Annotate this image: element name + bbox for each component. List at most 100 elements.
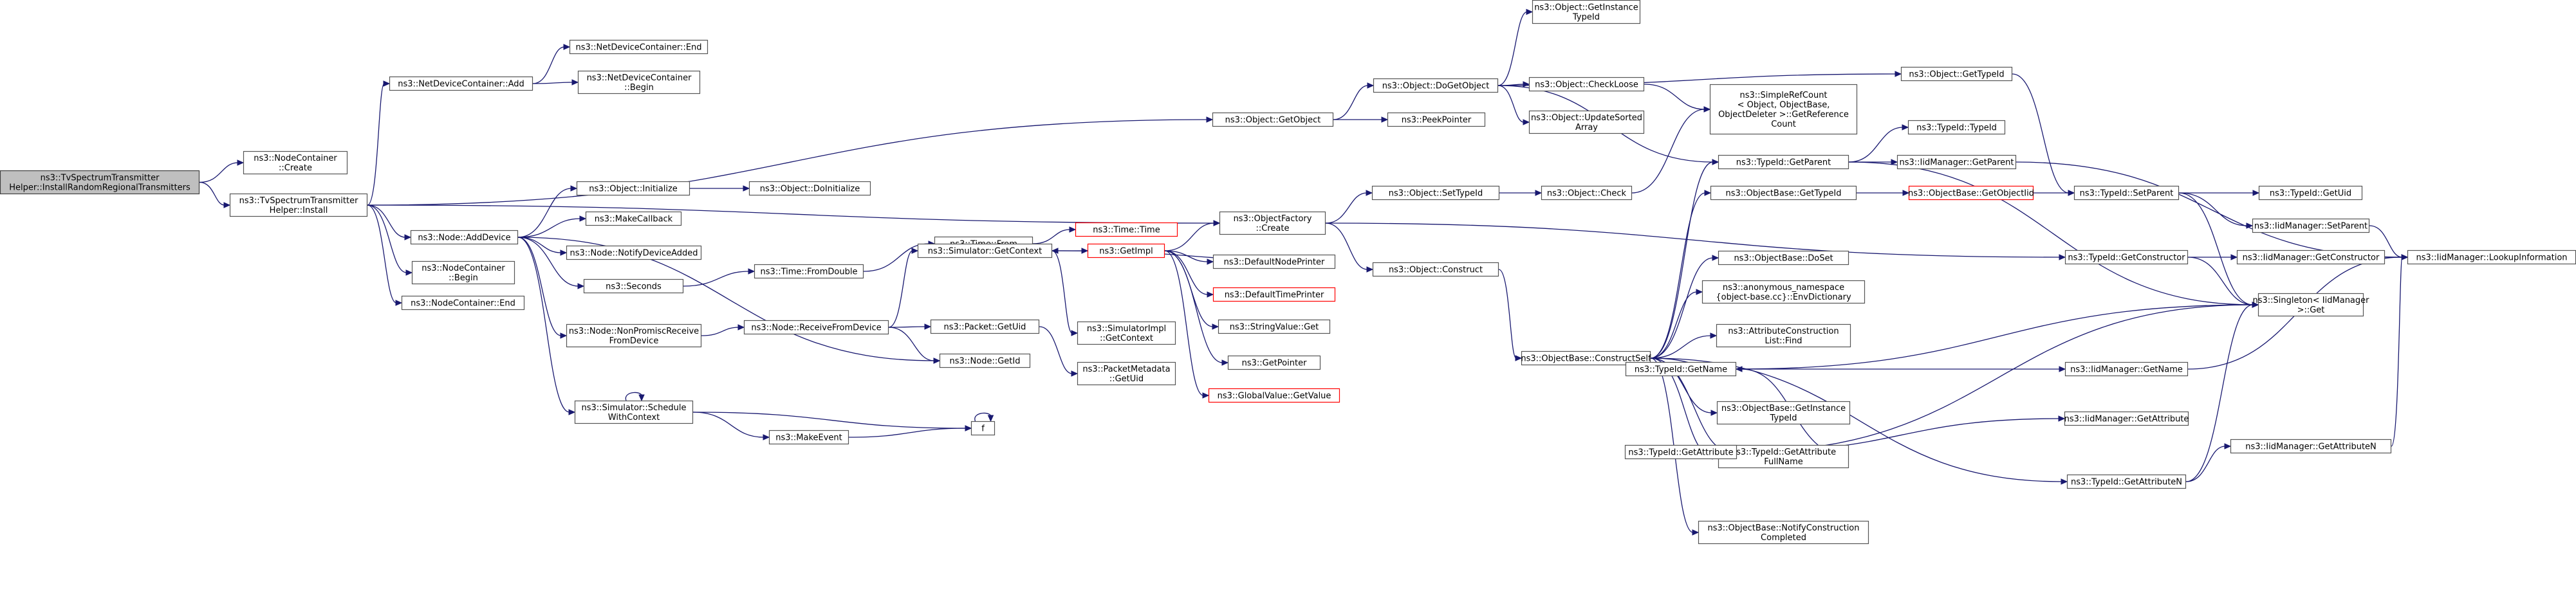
graph-node-iidm-getparent[interactable]: ns3::IidManager::GetParent [1896, 154, 2017, 170]
graph-node-getimpl[interactable]: ns3::GetImpl [1087, 243, 1165, 258]
graph-node-objbase-gettypeid[interactable]: ns3::ObjectBase::GetTypeId [1710, 185, 1857, 201]
graph-node-makeevent[interactable]: ns3::MakeEvent [768, 430, 849, 445]
node-box [1227, 355, 1321, 370]
node-label-line: FromDevice [609, 336, 659, 346]
node-box [1371, 185, 1500, 201]
graph-node-defaultnodeprinter[interactable]: ns3::DefaultNodePrinter [1212, 254, 1336, 269]
graph-node-node-adddevice[interactable]: ns3::Node::AddDevice [410, 230, 519, 245]
graph-node-iidm-getattributen[interactable]: ns3::IidManager::GetAttributeN [2230, 439, 2392, 454]
call-edge [1498, 269, 1523, 361]
graph-node-packetmetadata[interactable]: ns3::PacketMetadata::GetUid [1077, 361, 1176, 386]
graph-node-obj-settypeid[interactable]: ns3::Object::SetTypeId [1371, 185, 1500, 201]
call-edge [367, 204, 412, 240]
graph-node-stringvalue-get[interactable]: ns3::StringValue::Get [1218, 319, 1331, 334]
graph-node-checkloose[interactable]: ns3::Object::CheckLoose [1528, 77, 1645, 92]
graph-node-peekpointer[interactable]: ns3::PeekPointer [1387, 112, 1486, 127]
graph-node-node-getid[interactable]: ns3::Node::GetId [939, 353, 1031, 368]
node-label-line: Helper::Install [270, 206, 328, 215]
graph-node-singleton-get[interactable]: ns3::Singleton< IidManager>::Get [2252, 293, 2369, 317]
node-box [576, 181, 690, 196]
call-edge [1052, 250, 1079, 336]
node-label-line: ::Begin [449, 273, 478, 283]
call-edge [2012, 73, 2075, 196]
graph-node-nc-create[interactable]: ns3::NodeContainer::Create [243, 150, 348, 175]
graph-node-typeid-getname[interactable]: ns3::TypeId::GetName [1625, 361, 1737, 377]
graph-node-globalvalue-getvalue[interactable]: ns3::GlobalValue::GetValue [1208, 388, 1340, 403]
graph-node-packet-getuid[interactable]: ns3::Packet::GetUid [930, 319, 1040, 334]
node-box [1718, 250, 1849, 266]
graph-node-obj-getobject[interactable]: ns3::Object::GetObject [1212, 112, 1334, 127]
graph-node-seconds[interactable]: ns3::Seconds [583, 278, 684, 294]
graph-node-nc-begin[interactable]: ns3::NodeContainer::Begin [411, 260, 515, 285]
graph-node-iidm-getattribute[interactable]: ns3::IidManager::GetAttribute [2064, 411, 2189, 426]
graph-node-makecallback[interactable]: ns3::MakeCallback [585, 211, 682, 226]
graph-node-simimpl-getcontext[interactable]: ns3::SimulatorImpl::GetContext [1077, 321, 1176, 345]
graph-node-time-fromdouble[interactable]: ns3::Time::FromDouble [754, 264, 864, 279]
graph-node-sim-getcontext[interactable]: ns3::Simulator::GetContext [917, 243, 1053, 258]
graph-node-tvst-install[interactable]: ns3::TvSpectrumTransmitterHelper::Instal… [229, 193, 368, 217]
graph-node-time-time[interactable]: ns3::Time::Time [1075, 222, 1178, 237]
graph-node-notifydeviceadded[interactable]: ns3::Node::NotifyDeviceAdded [566, 245, 702, 260]
node-label-line: Count [1771, 120, 1796, 129]
call-edge [2188, 254, 2238, 260]
graph-node-root[interactable]: ns3::TvSpectrumTransmitterHelper::Instal… [0, 170, 200, 195]
graph-node-getobjectiid[interactable]: ns3::ObjectBase::GetObjectIid [1908, 185, 2034, 201]
graph-node-iidm-lookupinfo[interactable]: ns3::IidManager::LookupInformation [2407, 249, 2576, 265]
graph-node-typeid-getconstructor[interactable]: ns3::TypeId::GetConstructor [2064, 249, 2189, 265]
node-label-line: ns3::Time::FromDouble [761, 267, 858, 277]
graph-node-iidm-setparent[interactable]: ns3::IidManager::SetParent [2252, 218, 2370, 233]
node-label-line: ns3::NodeContainer::End [411, 299, 515, 309]
graph-node-objectfactory-create[interactable]: ns3::ObjectFactory::Create [1219, 211, 1326, 235]
graph-node-obj-construct[interactable]: ns3::Object::Construct [1372, 262, 1499, 277]
node-box [1208, 388, 1340, 403]
call-edge [1650, 332, 1718, 359]
node-box [1212, 254, 1336, 269]
graph-node-envdictionary[interactable]: ns3::anonymous_namespace{object-base.cc}… [1701, 280, 1866, 304]
graph-node-obj-check[interactable]: ns3::Object::Check [1541, 185, 1633, 201]
graph-node-ndc-begin[interactable]: ns3::NetDeviceContainer::Begin [577, 70, 701, 95]
node-label-line: ns3::Simulator::Schedule [581, 403, 686, 413]
node-box [1075, 222, 1178, 237]
graph-node-receivefromdevice[interactable]: ns3::Node::ReceiveFromDevice [743, 320, 889, 335]
graph-node-objbase-doset[interactable]: ns3::ObjectBase::DoSet [1718, 250, 1849, 266]
graph-node-simplerefcount[interactable]: ns3::SimpleRefCount< Object, ObjectBase,… [1709, 84, 1858, 135]
graph-node-typeid-getparent[interactable]: ns3::TypeId::GetParent [1718, 154, 1849, 170]
graph-node-typeid-getattribute[interactable]: ns3::TypeId::GetAttribute [1624, 444, 1737, 460]
graph-node-getpointer[interactable]: ns3::GetPointer [1227, 355, 1321, 370]
graph-node-typeid-typeid[interactable]: ns3::TypeId::TypeId [1907, 120, 2006, 135]
node-box [1701, 280, 1866, 304]
node-box [1212, 287, 1336, 302]
graph-node-typeid-setparent[interactable]: ns3::TypeId::SetParent [2073, 185, 2180, 201]
node-label-line: ns3::TypeId::GetAttributeN [2071, 478, 2182, 487]
graph-node-typeid-getattributen[interactable]: ns3::TypeId::GetAttributeN [2066, 474, 2187, 489]
node-label-line: ::Begin [624, 83, 654, 93]
node-label-line: ns3::Node::ReceiveFromDevice [751, 323, 881, 333]
graph-node-iidm-getconstructor[interactable]: ns3::IidManager::GetConstructor [2236, 249, 2386, 265]
call-edge [692, 412, 770, 440]
graph-node-ndc-add[interactable]: ns3::NetDeviceContainer::Add [389, 76, 533, 91]
graph-node-defaulttimeprinter[interactable]: ns3::DefaultTimePrinter [1212, 287, 1336, 302]
graph-node-obj-doinitialize[interactable]: ns3::Object::DoInitialize [748, 181, 871, 196]
call-edge [1736, 366, 2066, 372]
graph-node-f[interactable]: f [970, 421, 996, 436]
graph-node-constructself[interactable]: ns3::ObjectBase::ConstructSelf [1521, 350, 1651, 366]
graph-node-ndc-end[interactable]: ns3::NetDeviceContainer::End [569, 39, 709, 55]
graph-node-typeid-getuid[interactable]: ns3::TypeId::GetUid [2258, 185, 2363, 201]
call-edge [1164, 250, 1210, 399]
node-label-line: ns3::Object::DoInitialize [760, 185, 860, 194]
graph-node-obj-gettypeid[interactable]: ns3::Object::GetTypeId [1900, 66, 2013, 82]
graph-node-nc-end[interactable]: ns3::NodeContainer::End [401, 295, 525, 311]
graph-node-obj-dogetobject[interactable]: ns3::Object::DoGetObject [1373, 78, 1499, 93]
node-label-line: ns3::ObjectFactory [1234, 214, 1312, 224]
node-label-line: < Object, ObjectBase, [1737, 100, 1830, 110]
graph-node-iidm-getname[interactable]: ns3::IidManager::GetName [2064, 361, 2189, 377]
graph-node-notifyconstructioncompleted[interactable]: ns3::ObjectBase::NotifyConstructionCompl… [1698, 520, 1869, 545]
graph-node-obj-initialize[interactable]: ns3::Object::Initialize [576, 181, 690, 196]
